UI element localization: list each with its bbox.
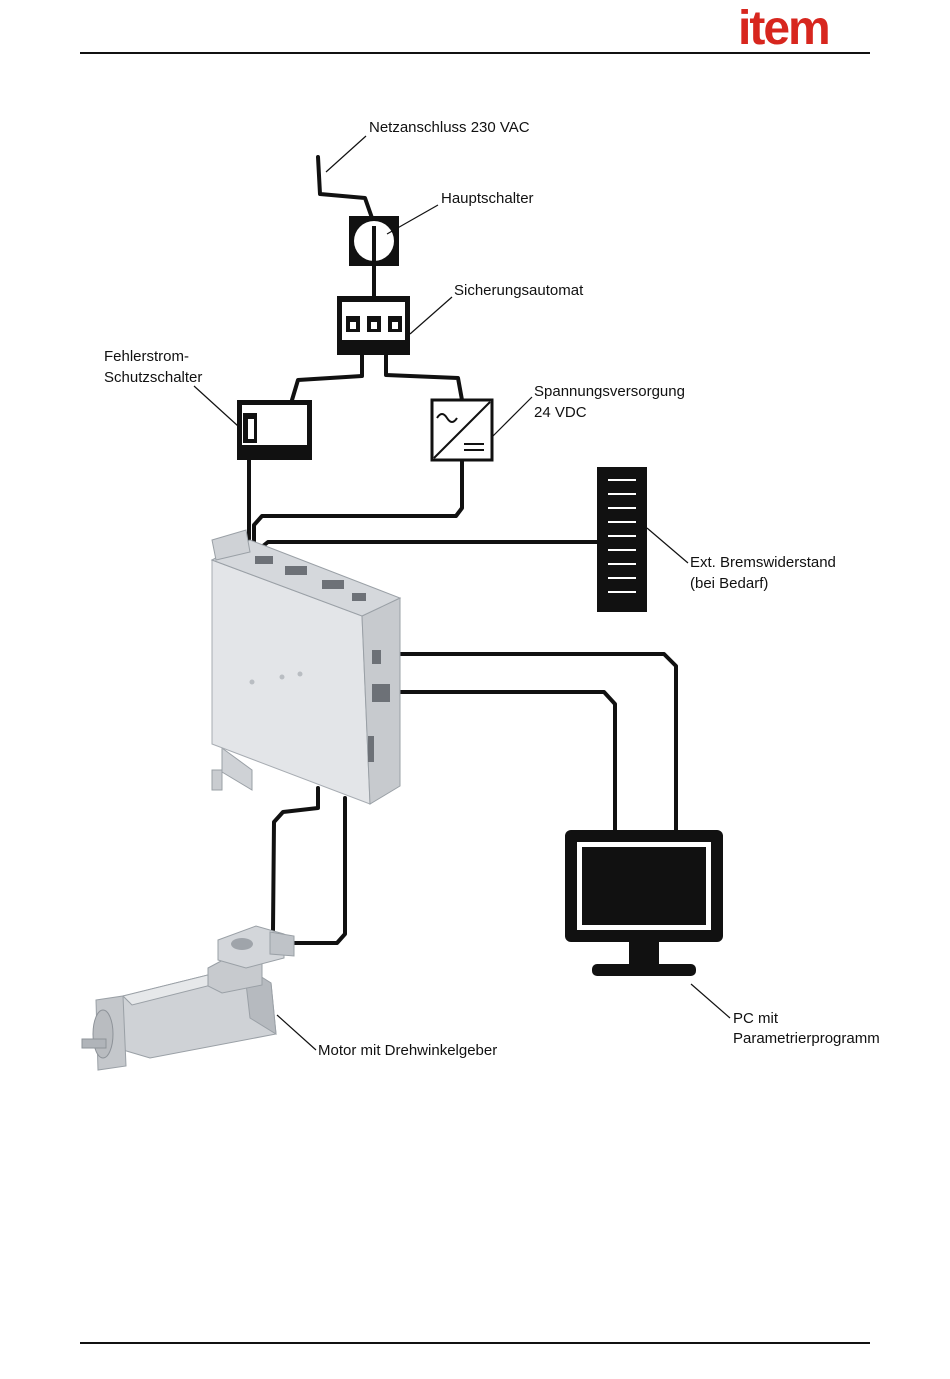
circuit-breaker (337, 296, 410, 355)
rcd-device (237, 400, 312, 460)
label-main-switch: Hauptschalter (441, 190, 534, 207)
label-motor: Motor mit Drehwinkelgeber (318, 1042, 497, 1059)
label-pc-line2: Parametrierprogramm (733, 1030, 880, 1047)
header: item (80, 2, 870, 55)
pc-monitor (565, 830, 723, 976)
label-rcd-line2: Schutzschalter (104, 369, 202, 386)
breaker-to-psu-wire (386, 354, 462, 400)
motor-power-wire (273, 788, 318, 930)
servo-motor (82, 926, 294, 1070)
breaker-to-rcd-wire (292, 354, 362, 400)
pc-wire-lower (388, 692, 615, 833)
pc-wire-upper (383, 654, 676, 833)
brake-resistor (597, 467, 647, 612)
mains-wire (318, 157, 372, 218)
label-brake-line2: (bei Bedarf) (690, 575, 768, 592)
label-rcd-line1: Fehlerstrom- (104, 348, 189, 365)
label-circuit-breaker: Sicherungsautomat (454, 282, 584, 299)
item-logo: item (738, 2, 829, 55)
servo-drive (212, 530, 400, 804)
label-psu-line1: Spannungsversorgung (534, 383, 685, 400)
label-brake-line1: Ext. Bremswiderstand (690, 554, 836, 571)
psu-to-drive-wire (254, 458, 462, 545)
motor-encoder-wire (294, 798, 345, 943)
power-supply (432, 400, 492, 460)
brake-resistor-wire (258, 542, 598, 550)
main-switch (349, 216, 399, 266)
label-mains: Netzanschluss 230 VAC (369, 119, 530, 136)
label-psu-line2: 24 VDC (534, 404, 587, 421)
label-pc-line1: PC mit (733, 1010, 779, 1027)
